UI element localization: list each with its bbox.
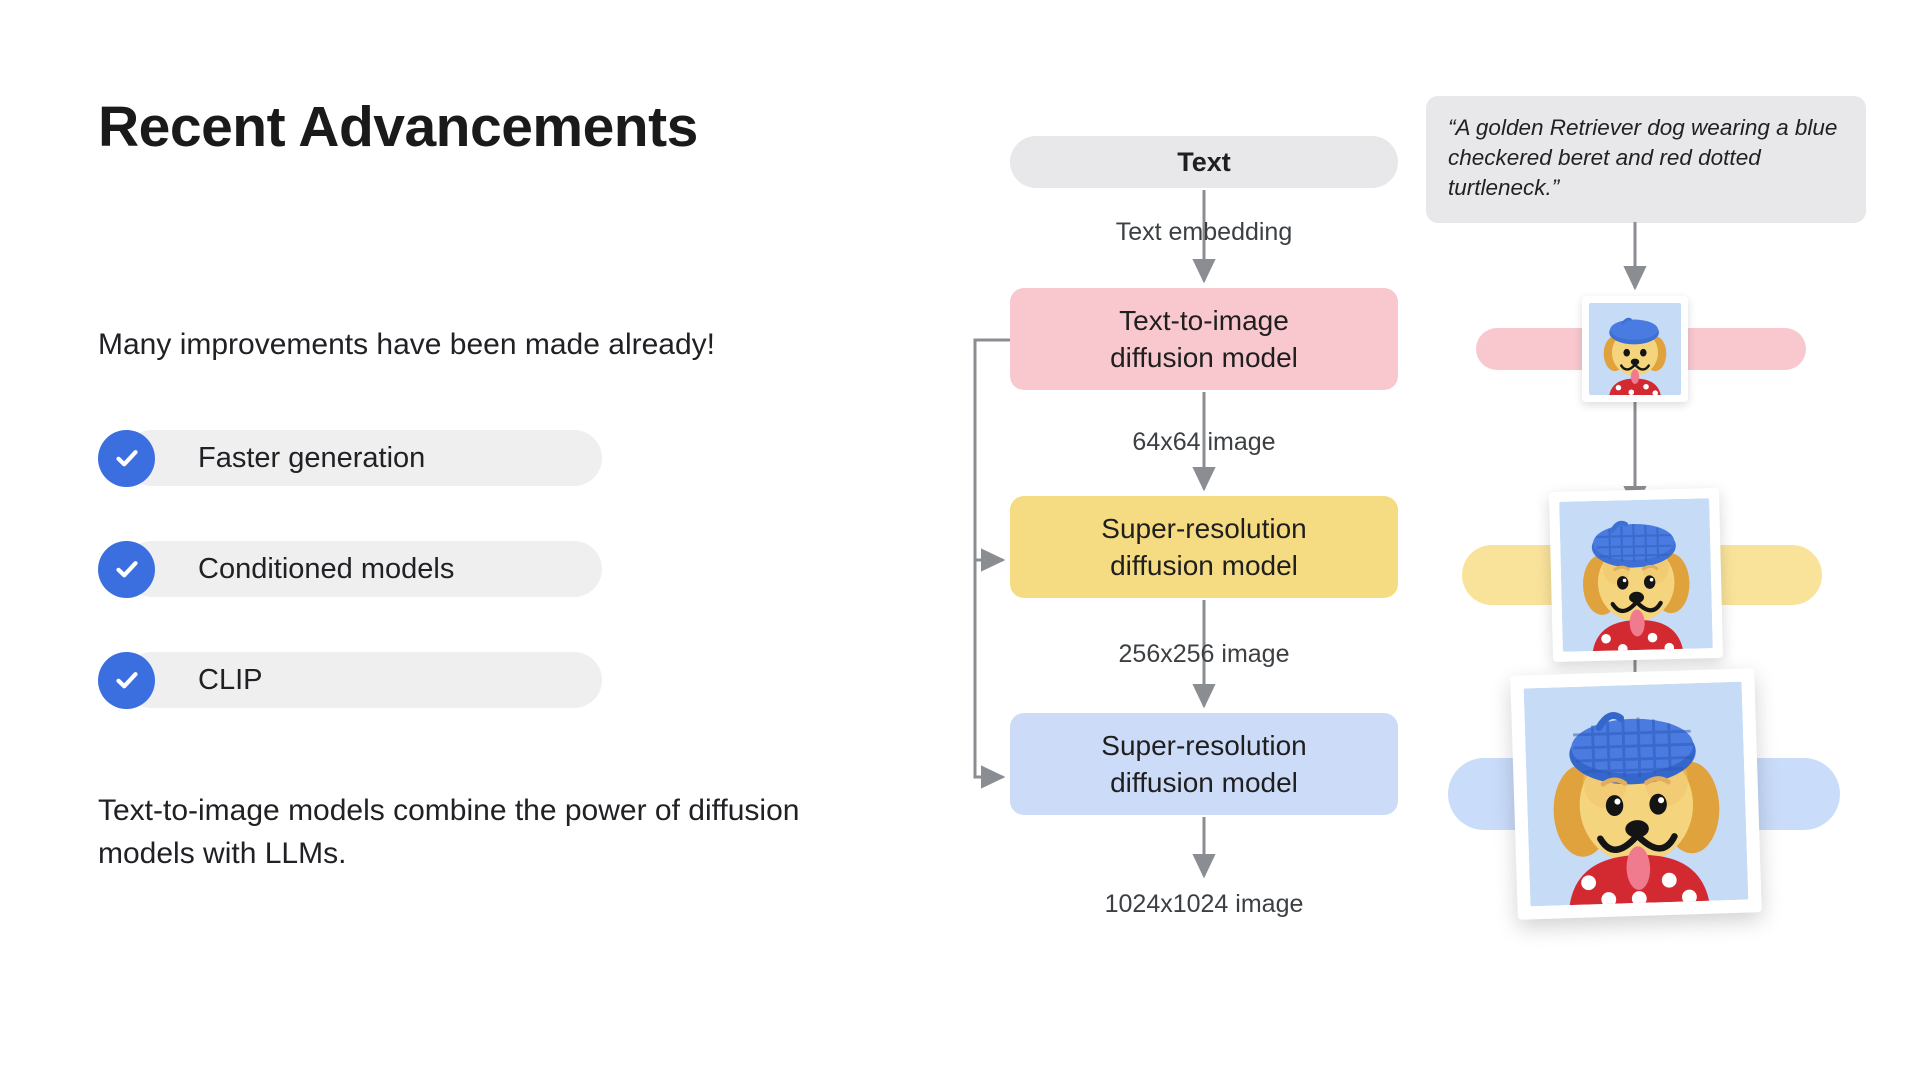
list-item-label: Conditioned models [198,552,455,585]
edge-label-256x256: 256x256 image [1118,640,1290,668]
output-image-frame[interactable] [1510,668,1762,920]
list-item[interactable]: CLIP [98,651,608,709]
check-circle-icon [98,429,155,487]
dog-illustration-icon [1523,681,1749,907]
edge-label-text-embedding: Text embedding [1115,218,1293,246]
left-content-column: Recent Advancements [98,96,898,159]
check-circle-icon [98,540,155,598]
output-image-frame[interactable] [1582,296,1688,402]
list-item-pill [124,430,602,486]
node-line-2: diffusion model [1110,767,1298,798]
list-item-pill [124,541,602,597]
pipeline-node-super-resolution-1[interactable]: Super-resolution diffusion model [1010,496,1398,598]
list-item-label: Faster generation [198,441,426,474]
output-stage-256 [1420,487,1900,663]
node-line-2: diffusion model [1110,342,1298,373]
node-line-1: Super-resolution [1101,512,1307,544]
lead-paragraph: Many improvements have been made already… [98,328,715,361]
list-item[interactable]: Faster generation [98,429,608,487]
list-item-label: CLIP [198,663,263,696]
node-line-2: diffusion model [1110,550,1298,581]
list-item[interactable]: Conditioned models [98,540,608,598]
pipeline-node-text[interactable]: Text [1010,136,1398,188]
improvements-checklist: Faster generation Conditioned models CLI… [98,429,608,763]
edge-label-1024x1024: 1024x1024 image [1104,890,1304,918]
prompt-text-card: “A golden Retriever dog wearing a blue c… [1426,96,1866,223]
diffusion-pipeline-diagram: Text Text embedding Text-to-image diffus… [973,0,1410,1080]
node-line-1: Super-resolution [1101,729,1307,761]
pipeline-node-super-resolution-2[interactable]: Super-resolution diffusion model [1010,713,1398,815]
node-line-1: Text-to-image [1119,304,1289,336]
output-preview-column: “A golden Retriever dog wearing a blue c… [1420,0,1900,1080]
closing-paragraph: Text-to-image models combine the power o… [98,794,800,870]
list-item-pill [124,652,602,708]
check-circle-icon [98,651,155,709]
pipeline-node-text-to-image[interactable]: Text-to-image diffusion model [1010,288,1398,390]
edge-label-64x64: 64x64 image [1132,428,1276,456]
dog-illustration-icon [1559,498,1713,652]
output-stage-64 [1420,296,1900,402]
output-image-frame[interactable] [1548,487,1724,663]
dog-illustration-icon [1589,303,1681,395]
output-stage-1024 [1420,668,1900,920]
page-title: Recent Advancements [98,95,698,159]
